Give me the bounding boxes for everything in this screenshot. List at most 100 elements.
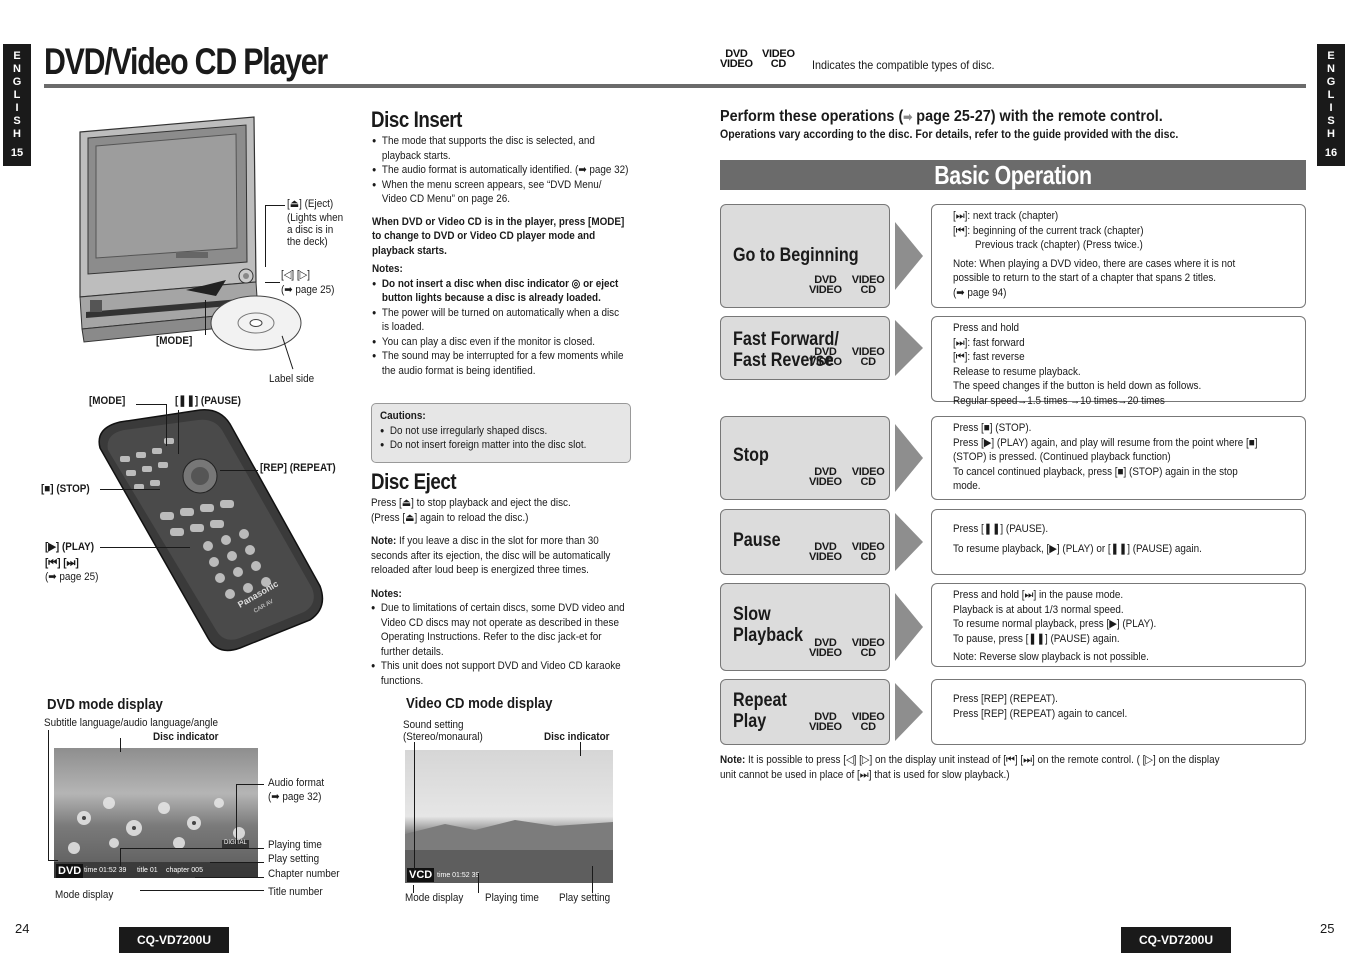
leader-line — [265, 205, 285, 206]
remote-pause-label: [❚❚] (PAUSE) — [175, 395, 241, 407]
title-rule — [44, 84, 1306, 88]
disc-insert-bold-note: When DVD or Video CD is in the player, p… — [372, 215, 625, 257]
operation-description-line: Press [❚❚] (PAUSE). — [953, 523, 1049, 535]
operation-description-line: Regular speed→1.5 times →10 times→20 tim… — [953, 394, 1165, 407]
disc-insert-bullet: When the menu screen appears, see “DVD M… — [372, 178, 629, 207]
disc-eject-note: Note: If you leave a disc in the slot fo… — [371, 535, 611, 576]
dvd-screen-format: DIGITAL — [222, 840, 249, 848]
remote-repeat-label: [REP] (REPEAT) — [260, 462, 336, 474]
side-tab-letter: H — [13, 128, 21, 140]
remote-play-label: [▶] (PLAY) — [45, 541, 95, 553]
side-tab-letter: S — [13, 115, 21, 127]
mode-label: [MODE] — [156, 335, 193, 347]
disc-eject-line: (Press [⏏] again to reload the disc.) — [371, 511, 529, 524]
operation-description-line: Press [■] (STOP). — [953, 422, 1032, 434]
operation-description-line: Press [REP] (REPEAT). — [953, 693, 1058, 705]
side-tab-letter: S — [1327, 115, 1335, 127]
remote-skip-page: (➡ page 25) — [45, 571, 99, 583]
operation-description-line: To resume playback, [▶] (PLAY) or [❚❚] (… — [953, 542, 1202, 555]
disc-insert-notes-title: Notes: — [372, 263, 403, 275]
dvd-audio-page-ref: (➡ page 32) — [268, 791, 322, 803]
leader-line — [120, 848, 121, 866]
caution-item: Do not use irregularly shaped discs. — [380, 424, 622, 439]
vcd-play-setting-label: Play setting — [559, 892, 611, 904]
remote-mode-label: [MODE] — [89, 395, 126, 407]
bottom-note: Note: It is possible to press [◁] [▷] on… — [720, 754, 1220, 781]
arrow-right-icon — [895, 320, 923, 376]
leader-line — [220, 470, 258, 471]
side-tab-letter: N — [13, 63, 21, 75]
basic-operation-header: Basic Operation — [720, 160, 1306, 190]
disc-insert-note: Do not insert a disc when disc indicator… — [372, 277, 629, 306]
leader-line — [48, 730, 49, 860]
dvd-display-heading: DVD mode display — [47, 696, 163, 713]
dvd-screen-mode: DVD — [56, 864, 84, 878]
leader-line — [120, 738, 121, 752]
dvd-screen: DVD time 01:52 39 title 01 chapter 005 D… — [54, 748, 258, 878]
caution-item: Do not insert foreign matter into the di… — [380, 438, 622, 453]
side-tab-letter: I — [15, 102, 19, 114]
operation-description: Press [❚❚] (PAUSE). To resume playback, [… — [931, 509, 1306, 575]
cautions-box: Cautions: Do not use irregularly shaped … — [371, 403, 631, 463]
disc-eject-note: This unit does not support DVD and Video… — [371, 659, 630, 688]
lr-button-label: [◁] [▷] — [281, 269, 310, 281]
dvd-mode-display-label: Mode display — [55, 889, 114, 901]
leader-line — [580, 742, 581, 756]
vcd-screen-mode: VCD — [407, 868, 435, 883]
operation-description-line: [⏮]: fast reverse — [953, 351, 1025, 363]
dvd-disc-indicator-label: Disc indicator — [153, 731, 219, 743]
head-unit-illustration — [79, 116, 261, 343]
operation-description-line: Note: Reverse slow playback is not possi… — [953, 651, 1149, 663]
operation-description-line: Press and hold [⏭] in the pause mode. — [953, 589, 1124, 601]
lr-page-ref: (➡ page 25) — [281, 284, 335, 296]
operation-description-line: Release to resume playback. — [953, 365, 1081, 378]
remote-intro-heading: Perform these operations (➡ page 25-27) … — [720, 108, 1163, 125]
leader-line — [140, 890, 264, 891]
operation-description-line: To resume normal playback, press [▶] (PL… — [953, 618, 1157, 630]
side-tab-letter: G — [1326, 76, 1336, 88]
leader-line — [178, 410, 179, 454]
operation-description-line: (➡ page 94) — [953, 286, 1007, 299]
operation-description-line: Press [REP] (REPEAT) again to cancel. — [953, 707, 1128, 720]
arrow-right-icon — [895, 513, 923, 571]
compat-text: Indicates the compatible types of disc. — [812, 58, 995, 72]
leader-line — [478, 873, 479, 893]
cautions-title: Cautions: — [380, 410, 426, 422]
dvd-screen-chapter: chapter 005 — [166, 867, 203, 874]
operation-description: Press [REP] (REPEAT). Press [REP] (REPEAT… — [931, 679, 1306, 745]
operation-description-line: [⏭]: next track (chapter) — [953, 210, 1059, 222]
dvd-play-setting-label: Play setting — [268, 853, 320, 865]
vcd-screen-time: time 01:52 39 — [437, 872, 480, 879]
operation-description: [⏭]: next track (chapter) [⏮]: beginning … — [931, 204, 1306, 308]
operation-description-line: [⏮]: beginning of the current track (cha… — [953, 224, 1144, 237]
vcd-sound-setting-label: Sound setting — [403, 719, 464, 731]
side-tab-page: 16 — [1324, 146, 1338, 159]
vcd-screen-scene — [405, 820, 613, 883]
arrow-right-icon — [895, 683, 923, 741]
arrow-right-icon — [895, 424, 923, 492]
operation-description-line: The speed changes if the button is held … — [953, 380, 1202, 392]
remote-control-illustration: Panasonic CAR AV — [98, 409, 324, 652]
disc-insert-note: The power will be turned on automaticall… — [372, 306, 629, 335]
side-tab-letter: N — [1327, 63, 1335, 75]
remote-skip-label: [⏮] [⏭] — [45, 557, 79, 569]
operation-name: Go to Beginning — [733, 245, 859, 266]
